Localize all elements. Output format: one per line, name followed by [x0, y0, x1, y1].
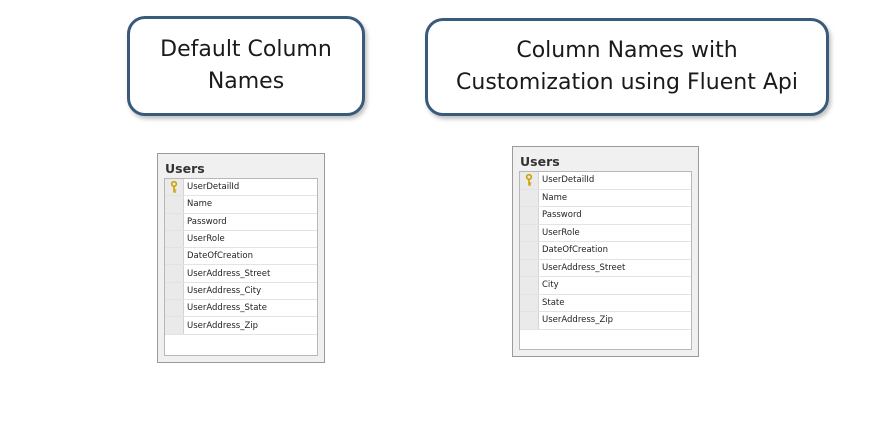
- callout-right-line1: Column Names with: [516, 38, 738, 64]
- table-row: City: [520, 277, 691, 295]
- table-row: UserAddress_Street: [520, 259, 691, 277]
- empty-row: [520, 330, 691, 340]
- row-gutter: [165, 196, 184, 213]
- column-list: UserDetailId Name Password UserRole Date…: [519, 171, 692, 350]
- table-row: UserAddress_Street: [165, 265, 317, 283]
- key-icon: [170, 181, 178, 193]
- table-row: UserAddress_State: [165, 300, 317, 318]
- table-title: Users: [520, 154, 560, 169]
- callout-left-line2: Names: [207, 69, 285, 94]
- row-gutter: [520, 189, 539, 206]
- table-row: UserAddress_Zip: [165, 317, 317, 335]
- column-name: State: [542, 297, 565, 308]
- users-table-default: Users UserDetailId Name Password UserRol…: [157, 153, 325, 363]
- callout-left-line1: Default Column: [160, 37, 332, 63]
- row-gutter: [165, 213, 184, 230]
- row-gutter: [165, 230, 184, 248]
- table-title: Users: [165, 161, 205, 176]
- column-name: UserAddress_Street: [187, 268, 271, 279]
- row-gutter: [165, 282, 184, 300]
- row-gutter: [520, 172, 539, 189]
- column-name: Name: [187, 199, 213, 210]
- empty-row: [165, 335, 317, 345]
- column-name: UserDetailId: [187, 182, 240, 193]
- column-name: DateOfCreation: [542, 245, 608, 256]
- table-row: UserRole: [520, 224, 691, 242]
- column-name: UserAddress_Street: [542, 262, 626, 273]
- users-table-fluent-api: Users UserDetailId Name Password UserRol…: [512, 146, 699, 357]
- table-row: State: [520, 294, 691, 312]
- table-row: DateOfCreation: [165, 248, 317, 266]
- row-gutter: [520, 312, 539, 329]
- row-gutter: [520, 259, 539, 276]
- column-name: UserRole: [187, 234, 225, 245]
- callout-right-line2: Customization using Fluent Api: [456, 70, 798, 95]
- row-gutter: [520, 242, 539, 259]
- row-gutter: [165, 179, 184, 196]
- column-name: UserAddress_Zip: [542, 315, 614, 326]
- row-gutter: [520, 294, 539, 311]
- table-row: Name: [520, 189, 691, 207]
- key-icon: [525, 174, 533, 186]
- column-name: City: [542, 280, 559, 291]
- column-name: Password: [187, 216, 227, 227]
- column-name: UserAddress_State: [187, 303, 267, 314]
- column-name: DateOfCreation: [187, 251, 253, 262]
- fluent-api-column-names-callout: Column Names with Customization using Fl…: [425, 18, 829, 116]
- column-name: Name: [542, 192, 568, 203]
- row-gutter: [165, 300, 184, 317]
- row-gutter: [520, 277, 539, 294]
- table-row: UserDetailId: [520, 172, 691, 190]
- table-row: Password: [165, 213, 317, 231]
- column-list: UserDetailId Name Password UserRole Date…: [164, 178, 318, 356]
- table-row: UserDetailId: [165, 179, 317, 197]
- column-name: Password: [542, 210, 582, 221]
- row-gutter: [520, 207, 539, 224]
- row-gutter: [165, 248, 184, 265]
- row-gutter: [165, 317, 184, 334]
- table-row: UserAddress_City: [165, 282, 317, 301]
- table-row: Password: [520, 207, 691, 225]
- default-column-names-callout: Default Column Names: [127, 16, 365, 116]
- table-row: UserRole: [165, 230, 317, 249]
- column-name: UserAddress_City: [187, 285, 262, 296]
- table-row: UserAddress_Zip: [520, 312, 691, 330]
- table-row: Name: [165, 196, 317, 214]
- row-gutter: [520, 224, 539, 241]
- row-gutter: [165, 265, 184, 282]
- table-row: DateOfCreation: [520, 242, 691, 260]
- column-name: UserDetailId: [542, 175, 595, 186]
- column-name: UserAddress_Zip: [187, 320, 259, 331]
- column-name: UserRole: [542, 227, 580, 238]
